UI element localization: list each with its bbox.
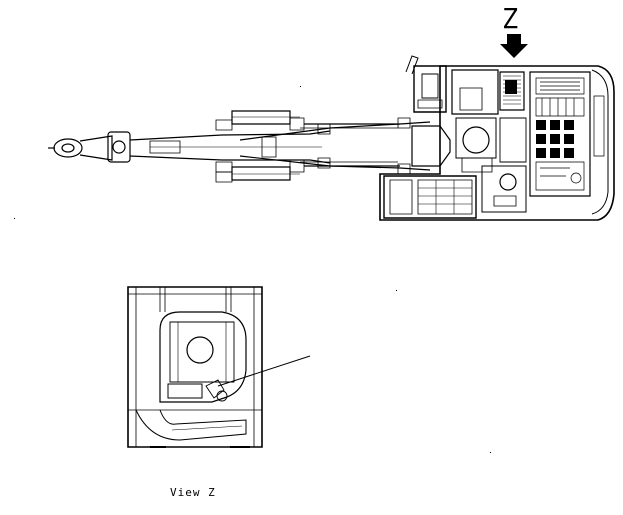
arm-cylinder-lower xyxy=(216,160,400,182)
leader-line xyxy=(218,356,310,386)
revolving-frame-outline xyxy=(380,66,614,220)
operator-cab xyxy=(406,56,446,112)
engine-compartment xyxy=(530,72,590,196)
battery-box xyxy=(384,176,476,218)
pump-area xyxy=(500,72,524,110)
swing-circle xyxy=(456,118,526,172)
fuel-tank-area xyxy=(482,166,526,212)
arm xyxy=(130,131,330,163)
upper-structure xyxy=(380,56,614,220)
fan-pulley xyxy=(187,337,213,363)
boom-arm-assembly xyxy=(48,111,450,182)
engine-cylinders xyxy=(505,80,574,158)
view-z-arrow xyxy=(500,34,528,58)
bucket-link xyxy=(48,132,130,162)
view-z-letter: Z xyxy=(503,2,519,35)
view-z-caption: View Z xyxy=(170,486,216,499)
engine-outline xyxy=(160,312,246,402)
arm-cylinder-upper xyxy=(216,111,400,130)
view-z-detail xyxy=(128,287,310,447)
view-z-frame xyxy=(128,287,262,447)
filter xyxy=(168,384,202,398)
hydraulic-tank xyxy=(452,70,498,114)
